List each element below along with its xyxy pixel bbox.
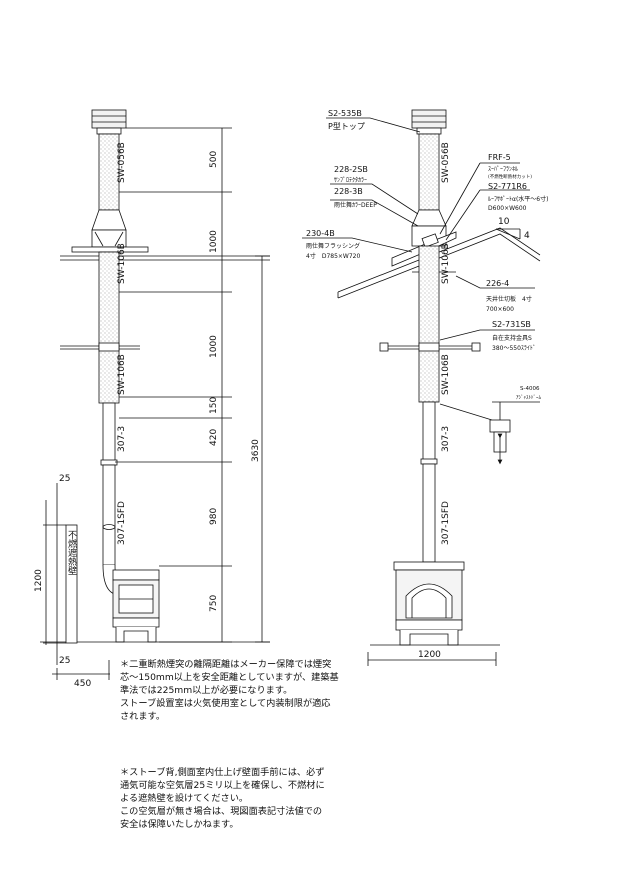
left-pipe-sw106b-upper: [98, 251, 120, 348]
left-roof-collar: [71, 209, 149, 253]
left-pipe-label-5: 307-1SFD: [117, 501, 127, 545]
left-stove: [112, 569, 160, 643]
dim-total-height: 3630: [251, 439, 261, 462]
note-clearance: ＊二重断熱煙突の離隔距離はメーカー保障では煙突 芯～150mm以上を安全距離とし…: [120, 659, 339, 722]
callout-228-2sb-code: 228-2SB: [334, 165, 368, 174]
dim-clearance: 450: [74, 679, 91, 689]
right-stove: [393, 561, 465, 646]
callout-230-4b-desc: 雨仕舞フラッシング: [306, 242, 360, 250]
callout-226-4-desc2: 700×600: [486, 306, 514, 313]
right-pipe-307-3: [422, 401, 436, 465]
slope-rise: 4: [524, 231, 530, 241]
dim-500: 500: [209, 151, 219, 168]
left-pipe-sw106b-lower: [98, 346, 120, 404]
left-pipe-label-3: SW-106B: [117, 354, 127, 395]
left-pipe-307-1sfd: [102, 464, 116, 566]
callout-226-4-desc: 天井仕切板 4寸: [486, 295, 532, 303]
dim-750: 750: [209, 595, 219, 612]
right-pipe-label-4: 307-3: [441, 426, 451, 452]
right-pipe-sw106b-upper: [418, 245, 440, 347]
dim-wall-height: 1200: [34, 569, 44, 592]
left-pipe-label-2: SW-106B: [117, 243, 127, 284]
callout-s-4006-desc: ｱｼﾞｬｽﾄﾄﾞｰﾑ: [516, 394, 542, 401]
callout-frf-5-desc: ｽｰﾊﾟｰﾌﾗﾝﾈﾙ: [488, 166, 518, 173]
left-elevation: [40, 109, 270, 680]
callout-228-3b-desc: 雨仕舞ｶﾗｰDEEP: [334, 201, 377, 209]
callout-s2-731sb-code: S2-731SB: [492, 320, 531, 329]
callout-frf-5-code: FRF-5: [488, 153, 511, 162]
callout-230-4b-desc2: 4寸 D785×W720: [306, 252, 360, 260]
wall-label: 不燃遮熱壁: [66, 530, 77, 575]
callout-s2-731sb-desc: 自在支持金具S: [492, 334, 532, 342]
dim-1000-a: 1000: [209, 230, 219, 253]
note-air-gap: ＊ストーブ背,側面室内仕上げ壁面手前には、必ず 通気可能な空気層25ミリ以上を確…: [120, 767, 325, 830]
dim-1000-b: 1000: [209, 335, 219, 358]
right-chimney-cap: [411, 109, 447, 135]
dim-gap-top: 25: [59, 474, 70, 484]
left-pipe-label-4: 307-3: [117, 426, 127, 452]
callout-s2-731sb-desc2: 380～550ｽﾗｲﾄﾞ: [492, 345, 536, 352]
callout-226-4-code: 226-4: [486, 279, 509, 288]
right-pipe-label-3: SW-106B: [441, 354, 451, 395]
right-pipe-label-1: SW-056B: [441, 142, 451, 183]
callout-230-4b-code: 230-4B: [306, 229, 335, 238]
right-pipe-sw106b-lower: [418, 349, 440, 403]
dim-980: 980: [209, 508, 219, 525]
callout-frf-5-desc2: (不燃性断熱材カット): [488, 173, 532, 180]
callout-s2-771r6-code: S2-771R6: [488, 182, 527, 191]
right-elevation: [302, 109, 541, 666]
callout-s2-771r6-desc2: D600×W600: [488, 205, 527, 212]
left-pipe-sw056b: [98, 133, 120, 211]
callout-228-3b-code: 228-3B: [334, 187, 363, 196]
dim-150: 150: [209, 397, 219, 414]
right-pipe-label-5: 307-1SFD: [441, 501, 451, 545]
dim-gap-bottom: 25: [59, 656, 70, 666]
left-chimney-cap: [91, 109, 127, 135]
left-pipe-label-1: SW-056B: [117, 142, 127, 183]
dim-420: 420: [209, 429, 219, 446]
callout-s-4006-code: S-4006: [520, 386, 540, 392]
callout-228-2sb-desc: ｻﾝﾌﾟﾛﾃｸﾀｶﾗｰ: [334, 177, 367, 184]
left-pipe-307-3: [102, 402, 116, 466]
right-pipe-label-2: SW-106B: [441, 243, 451, 284]
slope-run: 10: [498, 217, 510, 227]
right-pipe-sw056b: [418, 133, 440, 211]
callout-s2-771r6-desc: ﾙｰﾌｻﾎﾟｰﾄα(水平～6寸): [488, 195, 548, 203]
dim-right-width: 1200: [418, 650, 441, 660]
installation-notes: ＊二重断熱煙突の離隔距離はメーカー保障では煙突 芯～150mm以上を安全距離とし…: [120, 658, 380, 831]
callout-s2-535b-desc: P型トップ: [328, 122, 365, 131]
callout-s2-535b-code: S2-535B: [328, 109, 362, 118]
right-pipe-307-1sfd: [422, 463, 436, 563]
left-heat-shield-wall: [43, 483, 78, 665]
